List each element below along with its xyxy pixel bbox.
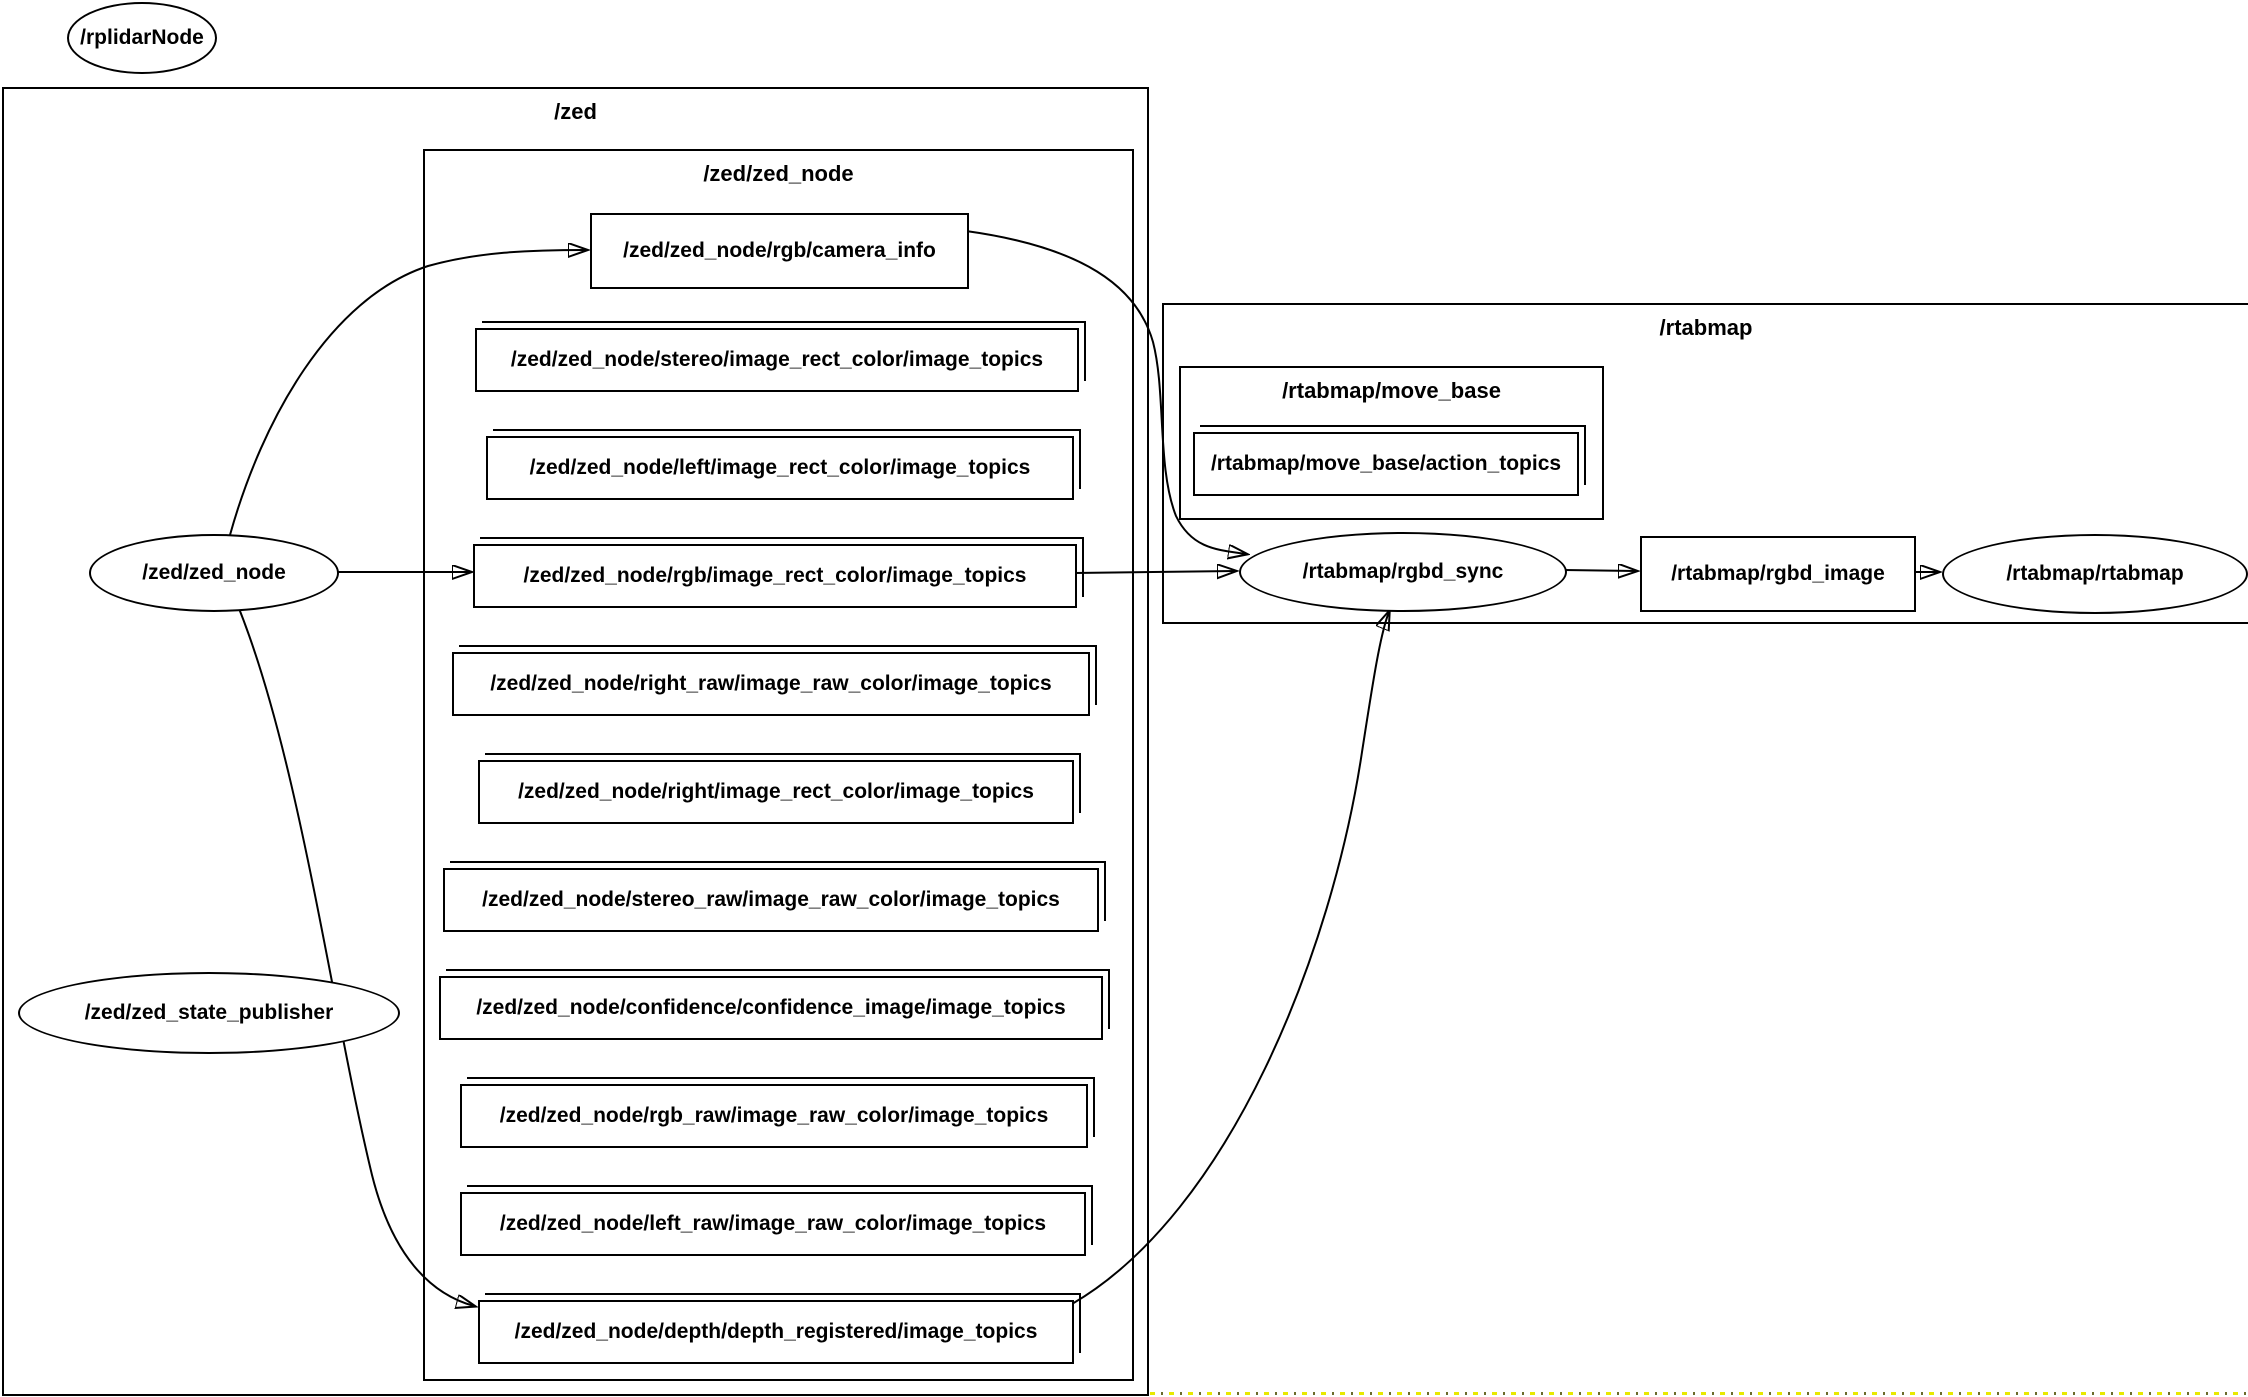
node-rgbd-sync: /rtabmap/rgbd_sync <box>1239 532 1567 612</box>
topic-right-raw-image-raw: /zed/zed_node/right_raw/image_raw_color/… <box>452 645 1097 716</box>
cluster-move-base: /rtabmap/move_base <box>1179 366 1604 520</box>
cluster-zed: /zed <box>2 87 1149 1396</box>
topic-rgbd-image: /rtabmap/rgbd_image <box>1640 536 1916 612</box>
topic-right-image-rect-label: /zed/zed_node/right/image_rect_color/ima… <box>518 780 1034 803</box>
topic-right-raw-image-raw-label: /zed/zed_node/right_raw/image_raw_color/… <box>490 672 1052 695</box>
topic-camera-info-label: /zed/zed_node/rgb/camera_info <box>623 239 936 262</box>
topic-stereo-raw-image-raw-label: /zed/zed_node/stereo_raw/image_raw_color… <box>482 888 1060 911</box>
topic-depth-registered: /zed/zed_node/depth/depth_registered/ima… <box>478 1293 1081 1364</box>
cluster-zed-node-label: /zed/zed_node <box>703 161 854 186</box>
cluster-rtabmap-label: /rtabmap <box>1659 315 1753 340</box>
edge-zed-node-to-depth <box>237 605 474 1306</box>
topic-confidence-image-label: /zed/zed_node/confidence/confidence_imag… <box>476 996 1066 1019</box>
cluster-zed-node: /zed/zed_node <box>423 149 1134 1381</box>
topic-depth-registered-label: /zed/zed_node/depth/depth_registered/ima… <box>514 1320 1038 1343</box>
node-zed-state-publisher: /zed/zed_state_publisher <box>18 972 400 1054</box>
node-rplidar-label: /rplidarNode <box>80 26 204 49</box>
cluster-zed-label: /zed <box>554 99 597 124</box>
node-zed-node: /zed/zed_node <box>89 534 339 612</box>
topic-rgb-image-rect: /zed/zed_node/rgb/image_rect_color/image… <box>473 537 1084 608</box>
topic-left-image-rect-label: /zed/zed_node/left/image_rect_color/imag… <box>529 456 1031 479</box>
node-rplidar: /rplidarNode <box>67 2 217 74</box>
node-zed-state-publisher-label: /zed/zed_state_publisher <box>84 1001 334 1024</box>
edge-zed-node-to-camera-info <box>229 250 586 536</box>
edge-depth-to-rgbd-sync <box>1071 612 1389 1305</box>
topic-move-base-action-label: /rtabmap/move_base/action_topics <box>1210 452 1562 475</box>
topic-rgb-raw-image-raw: /zed/zed_node/rgb_raw/image_raw_color/im… <box>460 1077 1095 1148</box>
topic-confidence-image: /zed/zed_node/confidence/confidence_imag… <box>439 969 1110 1040</box>
topic-rgb-raw-image-raw-label: /zed/zed_node/rgb_raw/image_raw_color/im… <box>499 1104 1049 1127</box>
node-rgbd-sync-label: /rtabmap/rgbd_sync <box>1302 560 1504 583</box>
edge-rgb-rect-to-rgbd-sync <box>1073 571 1235 573</box>
node-rtabmap-label: /rtabmap/rtabmap <box>2006 562 2184 585</box>
topic-move-base-action: /rtabmap/move_base/action_topics <box>1193 425 1586 496</box>
topic-stereo-image-rect-label: /zed/zed_node/stereo/image_rect_color/im… <box>510 348 1044 371</box>
edge-camera-info-to-rgbd-sync <box>965 230 1246 554</box>
topic-rgbd-image-label: /rtabmap/rgbd_image <box>1671 562 1885 585</box>
node-zed-node-label: /zed/zed_node <box>142 561 286 584</box>
cluster-rtabmap: /rtabmap <box>1162 303 2248 624</box>
topic-stereo-raw-image-raw: /zed/zed_node/stereo_raw/image_raw_color… <box>443 861 1106 932</box>
node-rtabmap: /rtabmap/rtabmap <box>1942 534 2248 614</box>
topic-rgb-image-rect-label: /zed/zed_node/rgb/image_rect_color/image… <box>523 564 1027 587</box>
topic-left-raw-image-raw: /zed/zed_node/left_raw/image_raw_color/i… <box>460 1185 1093 1256</box>
topic-stereo-image-rect: /zed/zed_node/stereo/image_rect_color/im… <box>475 321 1086 392</box>
topic-left-image-rect: /zed/zed_node/left/image_rect_color/imag… <box>486 429 1081 500</box>
topic-right-image-rect: /zed/zed_node/right/image_rect_color/ima… <box>478 753 1081 824</box>
topic-camera-info: /zed/zed_node/rgb/camera_info <box>590 213 969 289</box>
edge-rgbd-sync-to-rgbd-image <box>1563 570 1636 571</box>
topic-left-raw-image-raw-label: /zed/zed_node/left_raw/image_raw_color/i… <box>499 1212 1047 1235</box>
cluster-move-base-label: /rtabmap/move_base <box>1282 378 1501 403</box>
cropped-dotted-line <box>1150 1392 2248 1395</box>
